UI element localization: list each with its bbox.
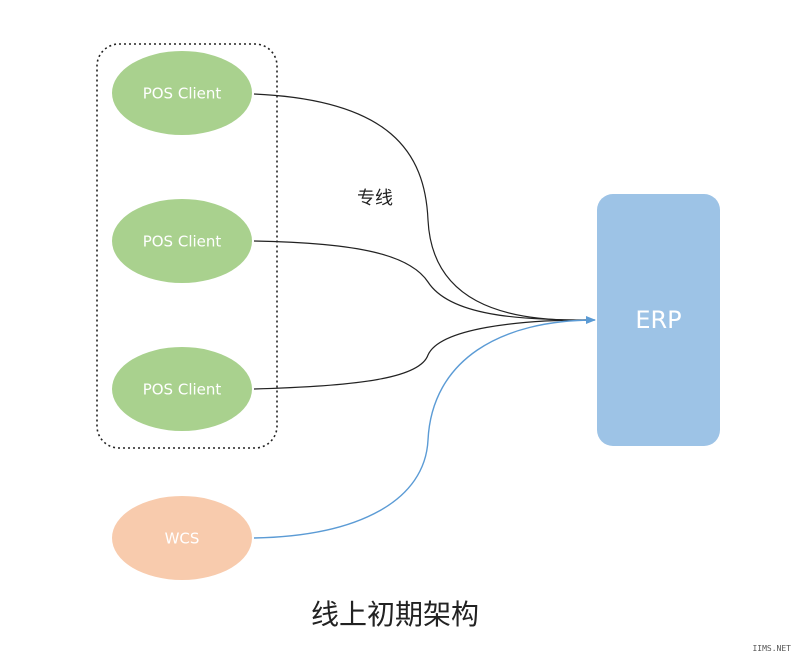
pos-client-node-1: [112, 51, 252, 135]
erp-node: [597, 194, 720, 446]
pos-client-label-1: POS Client: [143, 85, 222, 103]
edge-pos2-to-erp: [253, 240, 588, 321]
watermark-text: IIMS.NET: [752, 644, 791, 653]
diagram-title: 线上初期架构: [311, 598, 479, 631]
edge-pos3-to-erp: [253, 319, 588, 390]
pos-client-label-2: POS Client: [143, 233, 222, 251]
edge-pos1-to-erp: [253, 93, 588, 321]
edge-label-dedicated-line: 专线: [357, 188, 393, 209]
erp-label: ERP: [635, 306, 681, 334]
pos-client-group-border: [96, 43, 278, 449]
wcs-label: WCS: [165, 530, 200, 548]
edge-wcs-to-erp: [253, 316, 596, 539]
wcs-node: [112, 496, 252, 580]
pos-client-label-3: POS Client: [143, 381, 222, 399]
pos-client-node-2: [112, 199, 252, 283]
pos-client-node-3: [112, 347, 252, 431]
